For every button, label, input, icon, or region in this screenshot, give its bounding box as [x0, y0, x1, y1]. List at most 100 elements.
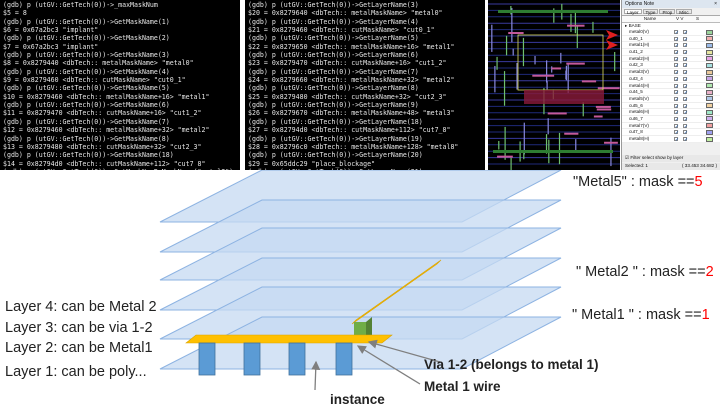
selectable-checkbox[interactable]: ✓	[683, 90, 688, 96]
tab-misc[interactable]: Misc	[676, 9, 692, 15]
selectable-checkbox[interactable]: ✓	[683, 70, 688, 76]
layer-color-swatch[interactable]	[706, 56, 713, 62]
layer-row[interactable]: metal5(V)✓✓	[622, 95, 720, 103]
layer-color-swatch[interactable]	[706, 96, 713, 102]
visible-checkbox[interactable]: ✓	[674, 96, 679, 103]
visible-checkbox[interactable]: ✓	[674, 123, 679, 130]
check-icon: ✓	[684, 30, 689, 36]
instance-pin	[243, 342, 261, 376]
layer-color-swatch[interactable]	[706, 129, 713, 135]
check-icon: ✓	[684, 116, 689, 123]
layer-color-swatch[interactable]	[706, 29, 713, 35]
visible-checkbox[interactable]: ✓	[674, 70, 679, 76]
visible-checkbox[interactable]: ✓	[674, 30, 679, 36]
terminal-line: (gdb) p (utGV::GetTech(0))->GetMaskName(…	[3, 34, 170, 43]
terminal-line: (gdb) p (utGV::GetTech(0))->GetLayerName…	[248, 67, 419, 76]
layer-row[interactable]: cut1_2 ✓ ✓	[622, 49, 720, 56]
wire-segment	[566, 62, 585, 65]
selectable-checkbox[interactable]: ✓	[683, 50, 688, 56]
layer-color-swatch[interactable]	[706, 136, 713, 142]
options-panel-title: Options Note	[622, 0, 720, 8]
visible-checkbox[interactable]: ✓	[674, 137, 680, 143]
via-stack	[523, 153, 525, 160]
layer-color-swatch[interactable]	[706, 123, 713, 129]
layer-color-swatch[interactable]	[706, 69, 713, 75]
terminal-line: (gdb) p (utGV::GetTech(0))->GetLayerName…	[248, 101, 419, 110]
visible-checkbox[interactable]: ✓	[674, 63, 679, 69]
selectable-checkbox[interactable]: ✓	[683, 76, 688, 83]
selectable-checkbox[interactable]: ✓	[683, 123, 688, 130]
layer-row[interactable]: cut2_3✓✓	[622, 62, 720, 69]
via-stack	[510, 157, 512, 170]
layer-row[interactable]: metal6(H)✓✓	[622, 109, 720, 116]
layer-row[interactable]: metal3(V)✓✓	[622, 69, 720, 76]
layer-name: cut1_2	[629, 49, 643, 55]
check-icon: ✓	[675, 137, 680, 143]
selectable-checkbox[interactable]: ✓	[683, 103, 688, 110]
via-stack	[547, 118, 549, 135]
layer-row[interactable]: cut0_1✓✓	[622, 35, 720, 43]
selectable-checkbox[interactable]: ✓	[683, 83, 688, 90]
selectable-checkbox[interactable]: ✓	[683, 63, 688, 69]
terminal-line: $7 = 0x67a2bc3 "implant"	[3, 42, 99, 51]
layer-row[interactable]: cut5_6✓✓	[622, 102, 720, 110]
layer-row[interactable]: cut6_7✓✓	[622, 115, 720, 123]
layer-row[interactable]: cut4_5✓✓	[622, 89, 720, 96]
selectable-checkbox[interactable]: ✓	[683, 116, 689, 123]
layer-row[interactable]: metal1(H)✓✓	[622, 42, 720, 49]
gdb-terminal-left: (gdb) p (utGV::GetTech(0))->_maxMaskNum$…	[0, 0, 240, 170]
via-stack	[574, 12, 576, 34]
layer-row[interactable]: metal2(H)✓✓	[622, 55, 720, 63]
close-icon[interactable]: ×	[714, 1, 717, 7]
visible-checkbox[interactable]: ✓	[674, 83, 680, 90]
visible-checkbox[interactable]: ✓	[674, 110, 679, 116]
visible-checkbox[interactable]: ✓	[674, 50, 679, 56]
terminal-line: (gdb) p (utGV::GetTech(0))->GetLayerName…	[248, 151, 423, 160]
layer-color-swatch[interactable]	[706, 83, 713, 88]
wire-arrow	[356, 345, 421, 385]
layer-row[interactable]: metal7(V)✓✓	[622, 122, 720, 130]
layer-color-swatch[interactable]	[706, 103, 713, 109]
visible-checkbox[interactable]: ✓	[674, 90, 679, 96]
tab-prop[interactable]: Prop	[659, 9, 676, 15]
visible-checkbox[interactable]: ✓	[674, 116, 679, 123]
via-stack	[565, 70, 567, 80]
plane-label-metal2: " Metal2 " : mask ==2	[576, 264, 714, 280]
layer-row[interactable]: metal4(H)✓✓	[622, 82, 720, 90]
column-selectable: S	[696, 16, 700, 21]
selectable-checkbox[interactable]: ✓	[683, 56, 688, 63]
tab-layer[interactable]: Layer	[624, 9, 642, 15]
instance-pin	[198, 342, 216, 376]
layer-color-swatch[interactable]	[706, 62, 713, 68]
selectable-checkbox[interactable]: ✓	[683, 43, 688, 49]
layer-row[interactable]: cut3_4✓✓	[622, 75, 720, 83]
layer-row[interactable]: metal0(V)✓✓	[622, 29, 720, 36]
tab-type[interactable]: Type	[642, 9, 659, 15]
visible-checkbox[interactable]: ✓	[674, 43, 679, 49]
selectable-checkbox[interactable]: ✓	[683, 110, 688, 116]
selectable-checkbox[interactable]: ✓	[683, 130, 688, 136]
layer-color-swatch[interactable]	[706, 49, 713, 55]
filter-checkbox[interactable]: ☑ Filter select show by layer	[622, 155, 720, 162]
layer-row[interactable]: cut7_8✓✓	[622, 129, 720, 136]
column-name: Name	[643, 16, 657, 21]
layer-color-swatch[interactable]	[706, 42, 713, 48]
check-icon: ✓	[675, 83, 680, 90]
selectable-checkbox[interactable]: ✓	[683, 137, 688, 143]
visible-checkbox[interactable]: ✓	[674, 130, 679, 136]
layout-editor-view[interactable]	[488, 0, 620, 170]
layer-color-swatch[interactable]	[706, 109, 713, 115]
visible-checkbox[interactable]: ✓	[674, 56, 679, 63]
layer-color-swatch[interactable]	[706, 116, 713, 122]
visible-checkbox[interactable]: ✓	[674, 76, 679, 83]
layer-group-base[interactable]: ▸ BASE	[622, 23, 720, 29]
visible-checkbox[interactable]: ✓	[674, 36, 679, 43]
selectable-checkbox[interactable]: ✓	[683, 36, 688, 43]
layer-row[interactable]: metal8(H)✓✓	[622, 136, 720, 143]
layer-color-swatch[interactable]	[706, 89, 713, 95]
selectable-checkbox[interactable]: ✓	[683, 96, 688, 103]
layer-color-swatch[interactable]	[706, 76, 713, 82]
visible-checkbox[interactable]: ✓	[674, 103, 679, 110]
layer-color-swatch[interactable]	[706, 36, 713, 42]
selectable-checkbox[interactable]: ✓	[683, 30, 689, 36]
